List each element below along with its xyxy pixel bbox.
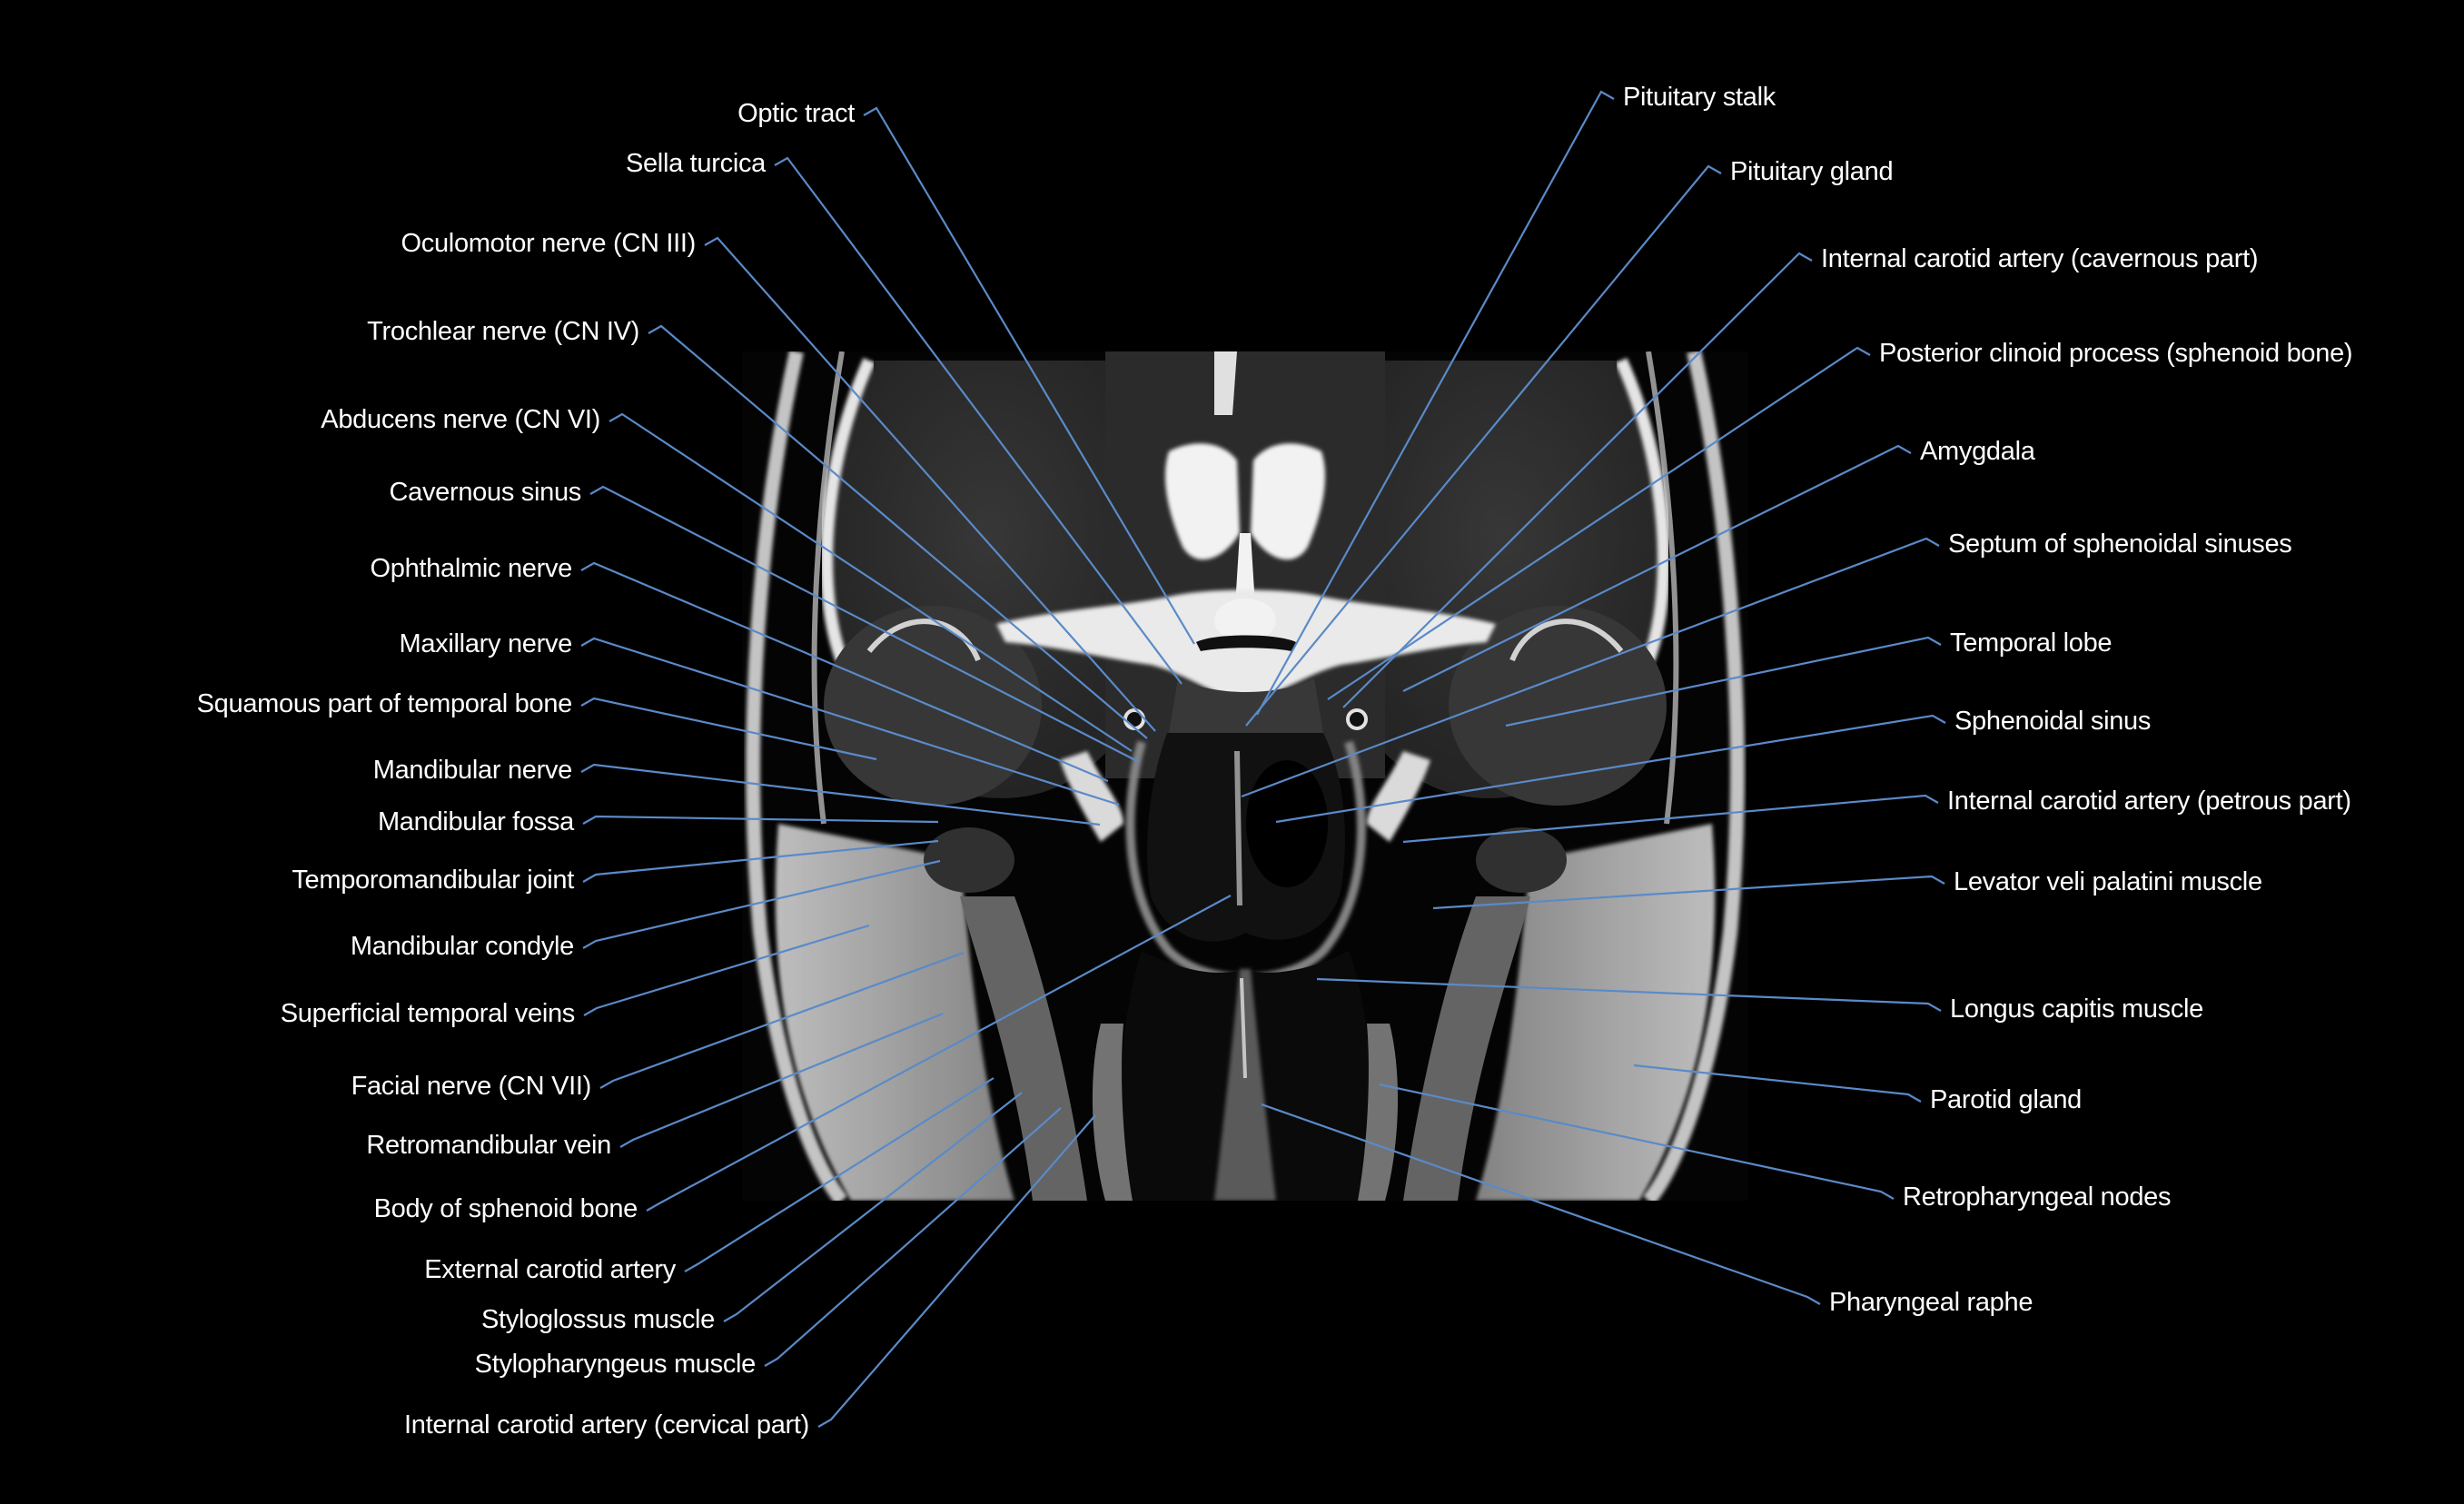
label-abducens-nerve-cn-vi: Abducens nerve (CN VI)	[321, 405, 600, 434]
label-cavernous-sinus: Cavernous sinus	[389, 478, 582, 507]
label-internal-carotid-artery-cavernous-part: Internal carotid artery (cavernous part)	[1821, 244, 2259, 273]
label-septum-of-sphenoidal-sinuses: Septum of sphenoidal sinuses	[1948, 529, 2292, 559]
label-amygdala: Amygdala	[1920, 437, 2035, 466]
mri-coronal-image	[742, 351, 1748, 1201]
label-pituitary-stalk: Pituitary stalk	[1623, 83, 1776, 112]
label-sella-turcica: Sella turcica	[625, 149, 766, 178]
label-optic-tract: Optic tract	[737, 99, 855, 128]
label-temporal-lobe: Temporal lobe	[1950, 628, 2113, 658]
label-body-of-sphenoid-bone: Body of sphenoid bone	[373, 1194, 638, 1223]
label-parotid-gland: Parotid gland	[1930, 1085, 2082, 1114]
label-retromandibular-vein: Retromandibular vein	[366, 1131, 611, 1160]
label-superficial-temporal-veins: Superficial temporal veins	[280, 999, 576, 1028]
label-pharyngeal-raphe: Pharyngeal raphe	[1829, 1288, 2034, 1317]
label-temporomandibular-joint: Temporomandibular joint	[292, 866, 574, 895]
label-sphenoidal-sinus: Sphenoidal sinus	[1954, 707, 2152, 736]
label-styloglossus-muscle: Styloglossus muscle	[480, 1305, 715, 1334]
label-oculomotor-nerve-cn-iii: Oculomotor nerve (CN III)	[401, 229, 697, 258]
label-retropharyngeal-nodes: Retropharyngeal nodes	[1903, 1182, 2172, 1212]
label-pituitary-gland: Pituitary gland	[1730, 157, 1894, 186]
label-mandibular-nerve: Mandibular nerve	[372, 756, 573, 785]
label-ophthalmic-nerve: Ophthalmic nerve	[370, 554, 573, 583]
label-internal-carotid-artery-cervical-part: Internal carotid artery (cervical part)	[403, 1410, 809, 1440]
label-mandibular-fossa: Mandibular fossa	[377, 807, 574, 836]
label-maxillary-nerve: Maxillary nerve	[399, 629, 573, 658]
label-mandibular-condyle: Mandibular condyle	[350, 932, 574, 961]
mri-scan-graphic	[742, 351, 1748, 1201]
label-stylopharyngeus-muscle: Stylopharyngeus muscle	[474, 1350, 757, 1379]
label-trochlear-nerve-cn-iv: Trochlear nerve (CN IV)	[367, 317, 639, 346]
label-internal-carotid-artery-petrous-part: Internal carotid artery (petrous part)	[1947, 787, 2351, 816]
label-facial-nerve-cn-vii: Facial nerve (CN VII)	[351, 1072, 592, 1101]
label-levator-veli-palatini-muscle: Levator veli palatini muscle	[1954, 867, 2262, 896]
label-posterior-clinoid-process-sphenoid-bone: Posterior clinoid process (sphenoid bone…	[1879, 339, 2353, 368]
label-longus-capitis-muscle: Longus capitis muscle	[1950, 994, 2204, 1024]
label-squamous-part-of-temporal-bone: Squamous part of temporal bone	[196, 689, 573, 718]
label-external-carotid-artery: External carotid artery	[424, 1255, 676, 1284]
